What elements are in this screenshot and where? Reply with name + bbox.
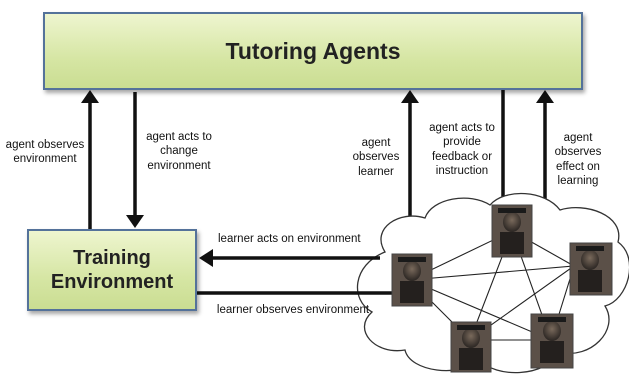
arrowhead-up: [81, 90, 99, 103]
label-learner-acts-on-environment: learner acts on environment: [218, 233, 361, 245]
learner-photo-icon: [569, 242, 613, 296]
training-environment-box: Training Environment: [27, 229, 197, 311]
arrowhead-left: [199, 249, 213, 267]
arrowhead-up: [401, 90, 419, 103]
label-agent-observes-environment: agent observes environment: [5, 139, 85, 166]
label-agent-acts-to-provide-feedback: agent acts to provide feedback or instru…: [429, 122, 495, 178]
tutoring-agents-title: Tutoring Agents: [225, 37, 401, 64]
arrowhead-down: [126, 215, 144, 228]
tutoring-agents-box: Tutoring Agents: [43, 12, 583, 90]
learner-photo-icon: [530, 313, 574, 369]
learner-photo-icon: [391, 253, 433, 307]
label-agent-observes-effect-on-learning: agent observes effect on learning: [554, 132, 602, 188]
arrowhead-up: [536, 90, 554, 103]
learner-photo-icon: [491, 204, 533, 258]
label-agent-observes-learner: agent observes learner: [352, 137, 400, 178]
label-learner-observes-environment: learner observes environment: [216, 304, 370, 316]
training-environment-title: Training Environment: [50, 247, 174, 293]
learner-photo-icon: [450, 321, 492, 373]
label-agent-acts-to-change-environment: agent acts to change environment: [146, 131, 212, 172]
